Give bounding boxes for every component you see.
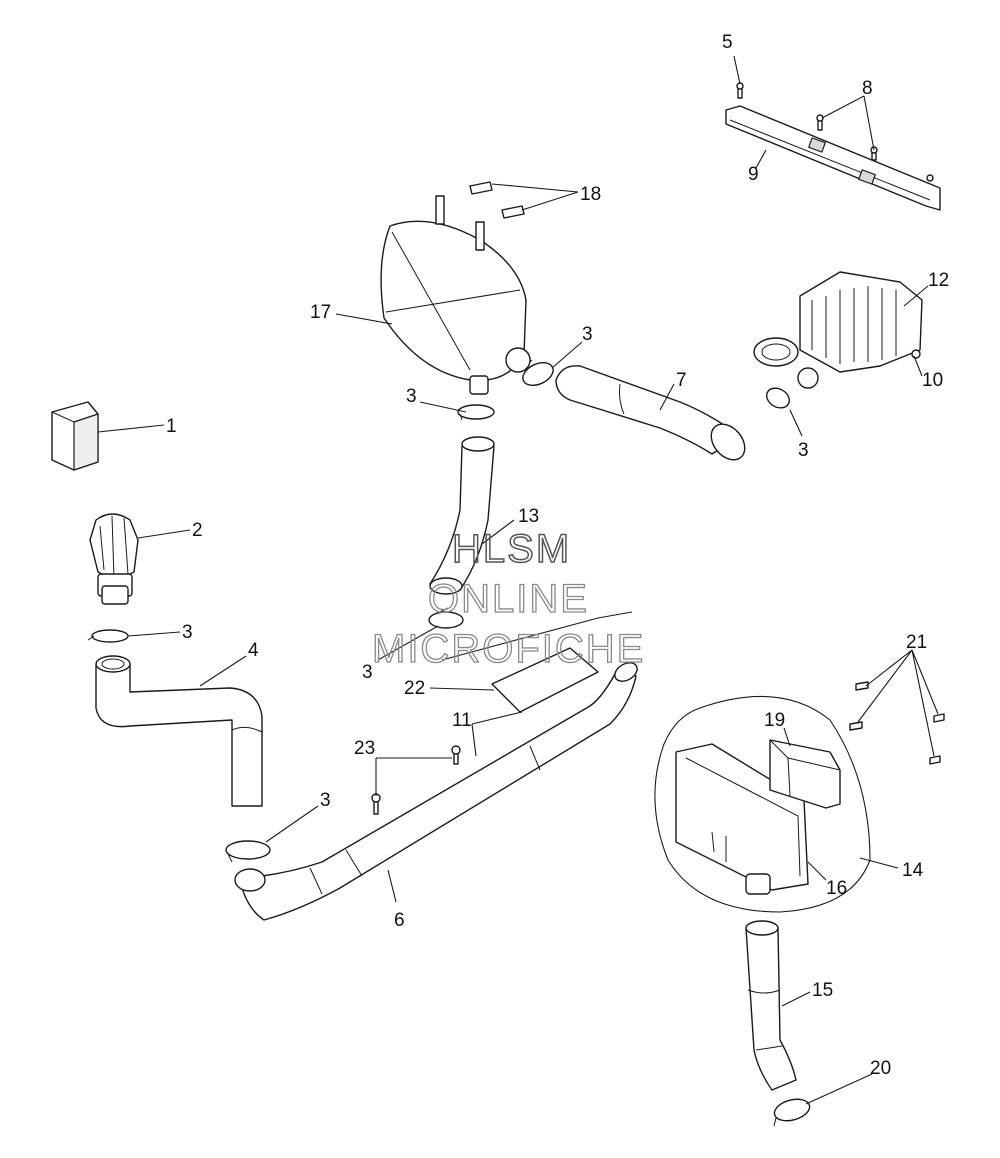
callout-1: 1 [166,416,177,437]
callout-16: 16 [826,878,847,899]
callout-19: 19 [764,710,785,731]
callout-3-a: 3 [182,622,193,643]
callout-15: 15 [812,980,833,1001]
clamp-3-c [457,404,495,421]
part-5-screw [736,82,744,99]
part-8-screw-c [926,174,934,182]
part-2-filter [89,513,139,605]
part-21-pin-d [929,755,941,765]
part-14-assembly-outline [654,695,871,913]
part-21-pin-a [855,681,869,691]
callout-6: 6 [394,910,405,931]
callout-18: 18 [580,184,601,205]
callout-7: 7 [676,370,687,391]
callout-3-f: 3 [362,662,373,683]
part-16-filter-panel [675,743,809,895]
callout-22: 22 [404,678,425,699]
part-7-hose [555,365,746,461]
part-15-hose [745,920,797,1091]
clamp-3-f [428,607,464,629]
part-18-pin-b [501,205,525,219]
callout-8: 8 [862,78,873,99]
callout-3-c: 3 [406,386,417,407]
part-23-screw-a [451,745,461,765]
watermark-line-2: ONLINE [428,577,589,621]
callout-3-e: 3 [798,440,809,461]
callout-3-d: 3 [582,324,593,345]
part-18-pin-a [469,181,493,195]
part-12-intake [753,271,923,389]
callout-12: 12 [928,270,949,291]
part-19-block [769,739,841,809]
clamp-3-b [225,840,271,863]
part-9-bracket [725,105,941,211]
callout-10: 10 [922,370,943,391]
part-6-11-tube [234,662,638,921]
leader-lines [97,55,939,1105]
callout-4: 4 [248,640,259,661]
part-23-screw-b [371,793,381,815]
callout-2: 2 [192,520,203,541]
part-22-pad [491,647,599,713]
part-4-elbow-hose [95,655,263,807]
callout-23: 23 [354,738,375,759]
callout-11: 11 [452,710,472,731]
callout-17: 17 [310,302,331,323]
part-1-block [51,401,99,471]
callout-13: 13 [518,506,539,527]
callout-9: 9 [748,164,759,185]
part-20-clamp [773,1098,811,1127]
part-8-screw-a [816,114,824,131]
part-21-pin-c [933,713,945,723]
clamp-3-e [765,387,791,409]
part-17-airbox [380,195,531,395]
part-21-pin-b [849,721,863,731]
callout-21: 21 [906,632,927,653]
part-13-hose [429,436,495,595]
clamp-3-a [87,629,129,643]
callout-14: 14 [902,860,924,881]
callout-labels: 1 2 3 4 5 6 7 8 9 10 11 12 13 14 15 16 1… [166,32,949,1079]
callout-20: 20 [870,1058,891,1079]
watermark-line-1: HLSM [452,527,571,571]
watermark: HLSM ONLINE MICROFICHE [371,526,645,671]
callout-3-b: 3 [320,790,331,811]
callout-5: 5 [722,32,733,53]
watermark-line-3: MICROFICHE [372,627,645,671]
